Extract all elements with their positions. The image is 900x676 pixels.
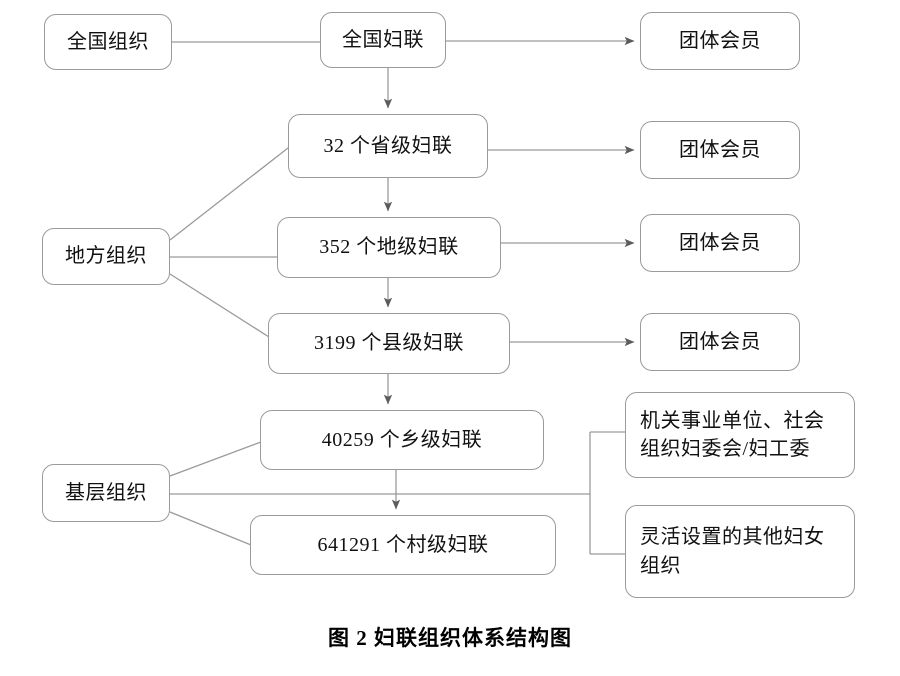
node-group-member-3[interactable]: 团体会员 xyxy=(640,214,800,272)
node-grassroots-org[interactable]: 基层组织 xyxy=(42,464,170,522)
node-village-federations[interactable]: 641291 个村级妇联 xyxy=(250,515,556,575)
node-national-acwf-label: 全国妇联 xyxy=(342,28,424,51)
edge-grassroots-to-township xyxy=(169,441,262,477)
node-village-federations-label: 641291 个村级妇联 xyxy=(317,533,489,556)
node-group-member-4-label: 团体会员 xyxy=(679,330,761,353)
node-group-member-3-label: 团体会员 xyxy=(679,231,761,254)
node-group-member-2-label: 团体会员 xyxy=(679,138,761,161)
node-group-member-2[interactable]: 团体会员 xyxy=(640,121,800,179)
node-group-member-4[interactable]: 团体会员 xyxy=(640,313,800,371)
node-national-org[interactable]: 全国组织 xyxy=(44,14,172,70)
node-provincial-federations[interactable]: 32 个省级妇联 xyxy=(288,114,488,178)
node-county-federations[interactable]: 3199 个县级妇联 xyxy=(268,313,510,374)
node-institution-units[interactable]: 机关事业单位、社会 组织妇委会/妇工委 xyxy=(625,392,855,478)
edge-local-org-to-county xyxy=(169,273,270,338)
node-prefecture-federations[interactable]: 352 个地级妇联 xyxy=(277,217,501,278)
node-county-federations-label: 3199 个县级妇联 xyxy=(314,332,464,355)
node-national-acwf[interactable]: 全国妇联 xyxy=(320,12,446,68)
node-institution-units-label: 机关事业单位、社会 组织妇委会/妇工委 xyxy=(640,409,825,460)
node-flexible-orgs[interactable]: 灵活设置的其他妇女 组织 xyxy=(625,505,855,598)
edge-local-org-to-provincial xyxy=(169,147,289,241)
node-provincial-federations-label: 32 个省级妇联 xyxy=(323,134,453,157)
node-grassroots-org-label: 基层组织 xyxy=(65,481,147,504)
node-local-org-label: 地方组织 xyxy=(65,245,147,268)
figure-caption: 图 2 妇联组织体系结构图 xyxy=(328,626,572,650)
node-group-member-1[interactable]: 团体会员 xyxy=(640,12,800,70)
edge-grassroots-to-village xyxy=(169,511,252,546)
node-township-federations-label: 40259 个乡级妇联 xyxy=(321,428,483,451)
node-local-org[interactable]: 地方组织 xyxy=(42,228,170,285)
node-group-member-1-label: 团体会员 xyxy=(679,29,761,52)
node-township-federations[interactable]: 40259 个乡级妇联 xyxy=(260,410,544,470)
node-flexible-orgs-label: 灵活设置的其他妇女 组织 xyxy=(640,526,825,577)
node-prefecture-federations-label: 352 个地级妇联 xyxy=(319,236,459,259)
node-national-org-label: 全国组织 xyxy=(67,30,149,53)
